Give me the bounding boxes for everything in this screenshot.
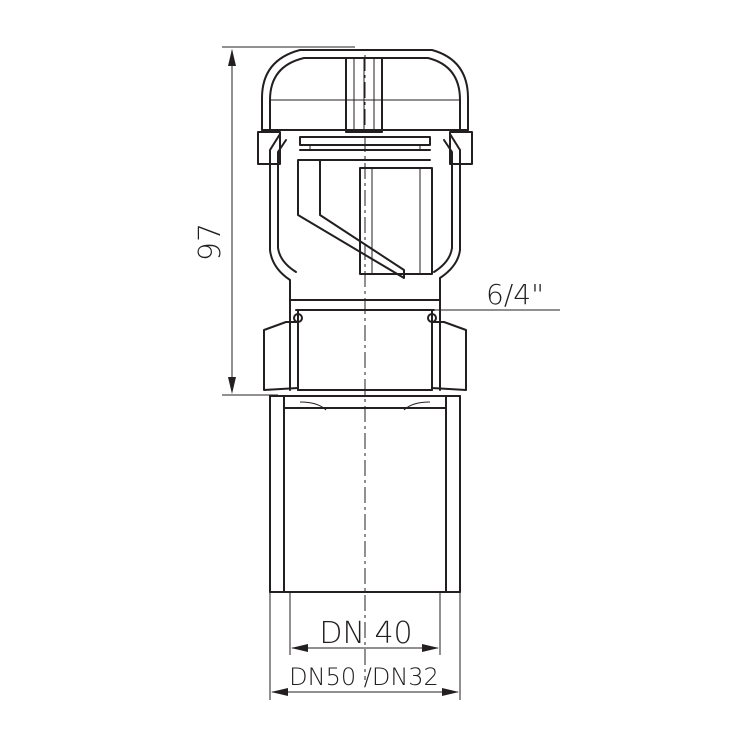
thread-dimension: 6/4"	[430, 278, 560, 311]
arrow-left-icon	[291, 644, 308, 652]
pipe-wall-right	[445, 395, 461, 593]
arrow-down-icon	[228, 377, 236, 394]
body-upper	[257, 131, 473, 301]
lower-pipe	[269, 395, 461, 593]
outer-diameter-label: DN50 /DN32	[289, 663, 439, 691]
thread-label: 6/4"	[486, 278, 544, 311]
arrow-right-icon	[422, 644, 439, 652]
inner-diameter-label: DN 40	[319, 616, 412, 651]
nut-section	[263, 299, 467, 391]
cap	[261, 49, 469, 133]
inner-diameter-dimension: DN 40	[289, 592, 441, 655]
left-o-ring	[293, 313, 303, 323]
arrow-right-icon	[442, 688, 459, 696]
arrow-up-icon	[228, 49, 236, 66]
arrow-left-icon	[271, 688, 288, 696]
pipe-wall-left	[269, 395, 285, 593]
right-nut	[431, 321, 467, 391]
outer-diameter-dimension: DN50 /DN32	[269, 592, 461, 700]
height-dimension: 97	[193, 46, 355, 396]
height-label: 97	[193, 223, 228, 261]
left-nut	[263, 321, 299, 391]
right-o-ring	[427, 313, 437, 323]
